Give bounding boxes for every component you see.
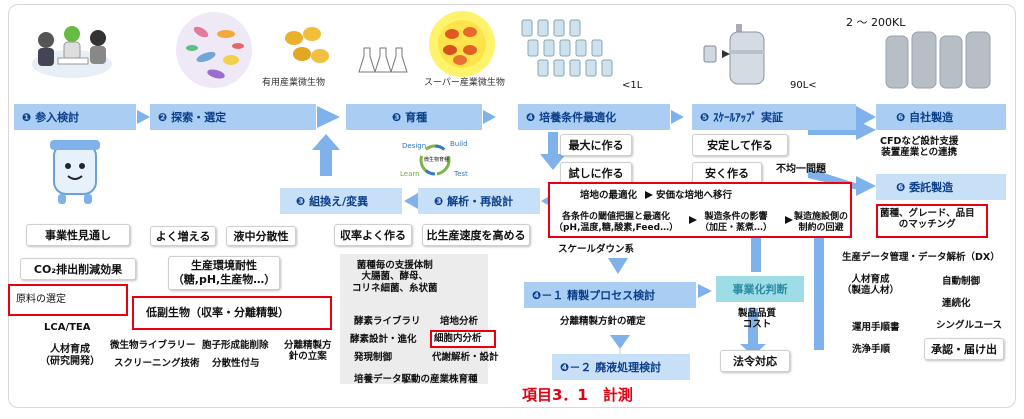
medium-analysis-label: 培地分析: [440, 316, 479, 327]
step-4-2-wastewater: ❹－２ 廃液処理検討: [552, 354, 690, 380]
support-grey-panel: [340, 254, 488, 384]
expression-control-label: 発現制御: [354, 352, 393, 363]
facility-constraint-label: 製造施設側の 制約の回避: [794, 212, 849, 233]
step-5-scaleup: ❺ ｽｹｰﾙｱｯﾌﾟ 実証: [692, 104, 856, 130]
scale-down-label: スケールダウン系: [558, 244, 635, 255]
culture-optimization-box: [548, 182, 852, 238]
grows-well-box: よく増える: [150, 226, 216, 246]
mascot-illustration: [40, 136, 110, 208]
heterogeneity-problem-label: 不均一問題: [776, 164, 826, 175]
lt1l-label: <1L: [622, 80, 643, 91]
product-quality-cost-label: 製品品質 コスト: [738, 308, 777, 331]
trial-production-box: 試しに作る: [560, 162, 632, 184]
low-byproduct-box: [132, 296, 332, 330]
stable-production-box: 安定して作る: [692, 134, 788, 156]
dx-label: 生産データ管理・データ解析（DX）: [842, 252, 1000, 263]
step-3-analysis-redesign: ❸ 解析・再設計: [418, 188, 540, 214]
hr-development-research-label: 人材育成 （研究開発）: [40, 344, 100, 367]
regulatory-compliance-box: 法令対応: [720, 350, 790, 372]
single-use-label: シングルユース: [936, 320, 1003, 331]
business-outlook-box: 事業性見通し: [26, 224, 130, 246]
screening-tech-label: スクリーニング技術: [114, 358, 200, 369]
auto-control-label: 自動制御: [942, 276, 981, 287]
step-6-in-house-manufacturing: ❻ 自社製造: [876, 104, 1006, 130]
play-icon: [689, 216, 697, 224]
raw-material-selection-box: [8, 284, 128, 316]
high-yield-box: 収率よく作る: [334, 224, 412, 246]
dbtl-build: Build: [450, 140, 468, 148]
mid-fermenter-illustration: [700, 20, 780, 90]
lca-tea-label: LCA/TEA: [44, 322, 91, 333]
small-fermenters-illustration: [518, 14, 618, 80]
dbtl-center: 微生物育種: [424, 157, 450, 163]
sop-label: 運用手順書: [852, 322, 900, 333]
step-3-recombination-mutation: ❸ 組換え/変異: [280, 188, 402, 214]
specific-production-rate-box: 比生産速度を高める: [422, 224, 530, 246]
production-tolerance-box: 生産環境耐性 （糖,pH,生産物…）: [168, 256, 280, 290]
play-icon: [785, 216, 793, 224]
play-icon: [645, 191, 653, 199]
super-microbe-label: スーパー産業微生物: [424, 78, 505, 88]
continuous-label: 連続化: [942, 298, 971, 309]
matching-label: 菌種、グレード、品目 のマッチング: [880, 208, 975, 231]
l90-label: 90L<: [790, 80, 817, 91]
matching-box: [876, 204, 988, 238]
approval-notification-box: 承認・届け出: [924, 338, 1004, 360]
spore-removal-label: 胞子形成能削除: [202, 340, 269, 351]
super-microbe-illustration: [428, 10, 496, 78]
step-3-breeding: ❸ 育種: [346, 104, 482, 130]
max-production-box: 最大に作る: [560, 134, 632, 156]
dbtl-design: Design: [402, 142, 427, 150]
enzyme-library-label: 酵素ライブラリ: [354, 316, 421, 327]
liquid-dispersibility-box: 液中分散性: [226, 226, 296, 246]
capacity-label: 2 〜 200KL: [846, 16, 906, 29]
cfd-support-label: CFDなど設計支援 装置産業との連携: [880, 136, 959, 159]
step-4-1-purification: ❹－１ 精製プロセス検討: [524, 282, 696, 308]
hr-development-mfg-label: 人材育成 （製造人材）: [842, 274, 900, 297]
intracellular-analysis-box: [430, 330, 496, 348]
step-1-entry-review: ❶ 参入検討: [14, 104, 136, 130]
step-4-culture-optimization: ❹ 培養条件最適化: [518, 104, 670, 130]
dbtl-learn: Learn: [400, 170, 420, 178]
raw-material-selection-label: 原料の選定: [16, 294, 66, 305]
enzyme-design-label: 酵素設計・進化: [350, 334, 417, 345]
threshold-optimization-label: 各条件の閾値把握と最適化 （pH,温度,糖,酸素,Feed…）: [554, 212, 679, 233]
data-driven-breeding-label: 培養データ駆動の産業株育種: [354, 374, 478, 385]
co2-reduction-box: CO₂排出削減効果: [20, 258, 136, 280]
separation-plan-label: 分離精製方 針の立案: [284, 340, 332, 363]
manufacturing-condition-label: 製造条件の影響 （加圧・蒸煮…）: [700, 212, 773, 233]
flasks-illustration: [358, 42, 414, 78]
useful-microbe-label: 有用産業微生物: [262, 78, 326, 88]
dbtl-cycle: Design Build Test Learn 微生物育種: [400, 138, 470, 182]
metabolic-analysis-label: 代謝解析・設計: [432, 352, 499, 363]
large-tanks-illustration: [880, 28, 1014, 90]
species-support-label: 菌種毎の支援体制 大腸菌、酵母、 コリネ細菌、糸状菌: [352, 260, 438, 294]
step-6-contract-manufacturing: ❻ 委託製造: [876, 174, 1006, 200]
step-2-search-select: ❷ 探索・選定: [150, 104, 316, 130]
medium-optimization-label: 培地の最適化: [580, 190, 638, 201]
meeting-illustration: [20, 14, 120, 86]
microbe-circle-illustration: [176, 12, 252, 88]
microbe-library-label: 微生物ライブラリー: [110, 340, 196, 351]
separation-confirm-label: 分離精製方針の確定: [560, 316, 646, 327]
intracellular-analysis-label: 細胞内分析: [434, 333, 482, 344]
commercialization-decision: 事業化判断: [716, 276, 804, 302]
cheap-medium-label: 安価な培地へ移行: [656, 190, 733, 201]
low-byproduct-label: 低副生物（収率・分離精製）: [146, 306, 289, 319]
low-cost-production-box: 安く作る: [692, 162, 762, 184]
dispersibility-label: 分散性付与: [212, 358, 260, 369]
dbtl-test: Test: [454, 170, 468, 178]
cleaning-label: 洗浄手順: [852, 344, 891, 355]
page-title: 項目3．1 計測: [522, 386, 633, 404]
useful-microbe-illustration: [280, 24, 330, 72]
